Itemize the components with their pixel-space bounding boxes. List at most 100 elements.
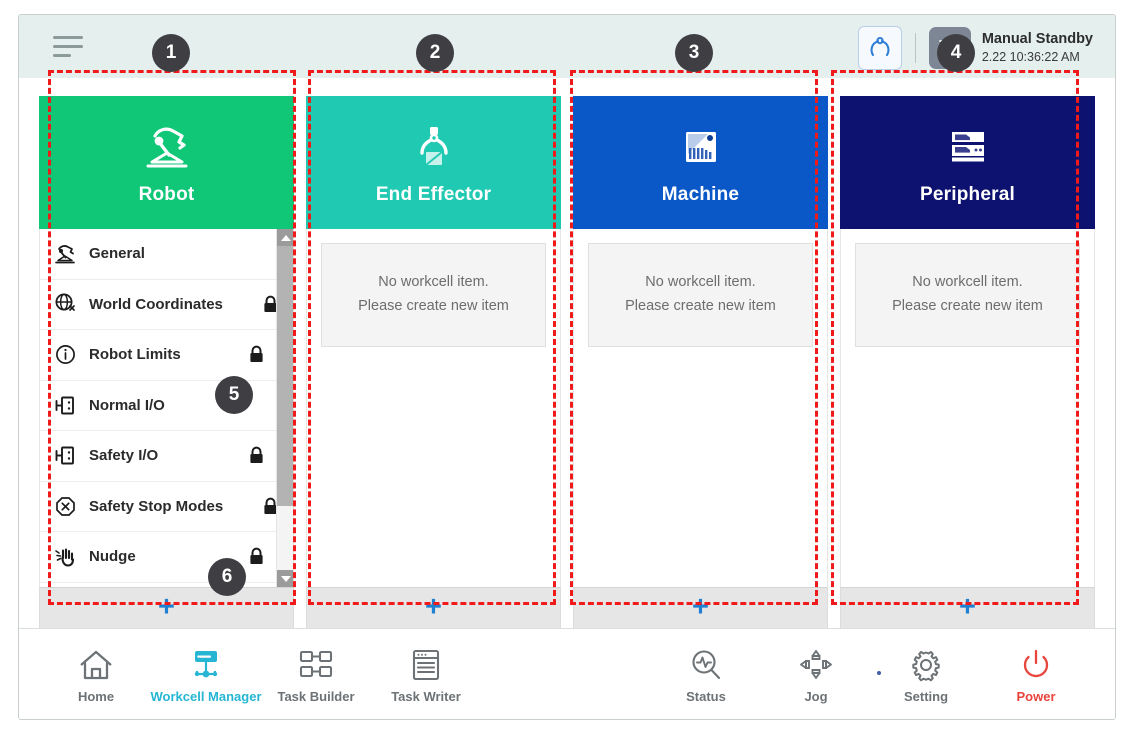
scrollbar-thumb[interactable]	[277, 246, 293, 506]
task-builder-glyph	[299, 650, 333, 678]
panel-body-machine: No workcell item. Please create new item	[573, 229, 828, 587]
panel-body-end-effector: No workcell item. Please create new item	[306, 229, 561, 587]
lock-glyph	[250, 345, 263, 363]
mode-title: Manual Standby	[981, 31, 1093, 48]
nav-label: Workcell Manager	[150, 689, 262, 704]
panel-peripheral: Peripheral No workcell item. Please crea…	[840, 96, 1095, 630]
gripper-icon	[410, 120, 458, 176]
annotation-badge-1: 1	[152, 34, 190, 72]
nav-label: Jog	[804, 689, 828, 704]
workcell-panels: Robot	[19, 78, 1115, 630]
nav-item-jog[interactable]: Jog	[761, 644, 881, 704]
sidebar-item-safety-stop-modes[interactable]: Safety Stop Modes	[40, 481, 293, 532]
lock-icon	[248, 547, 281, 566]
empty-line-1: No workcell item.	[378, 274, 489, 291]
hamburger-menu-icon[interactable]	[53, 36, 87, 60]
machine-icon	[676, 120, 726, 176]
empty-line-1: No workcell item.	[645, 274, 756, 291]
lock-icon	[248, 446, 281, 465]
nav-item-setting[interactable]: Setting	[871, 644, 981, 704]
nav-item-status[interactable]: Status	[651, 644, 761, 704]
scroll-up-icon[interactable]	[277, 229, 293, 246]
task-writer-glyph	[412, 649, 440, 681]
nav-item-task-writer[interactable]: Task Writer	[371, 644, 481, 704]
globe-axis-icon	[50, 290, 80, 318]
panel-header-robot[interactable]: Robot	[39, 96, 294, 229]
bottom-nav-left-group: Home	[19, 644, 481, 704]
empty-state-machine: No workcell item. Please create new item	[588, 243, 813, 347]
panel-header-peripheral[interactable]: Peripheral	[840, 96, 1095, 229]
device-frame: Manual Standby 2.22 10:36:22 AM	[18, 14, 1116, 720]
sidebar-item-label: World Coordinates	[89, 295, 223, 313]
lock-icon	[248, 345, 281, 364]
lock-glyph	[264, 497, 277, 514]
scroll-down-icon[interactable]	[277, 570, 293, 587]
panel-body-peripheral: No workcell item. Please create new item	[840, 229, 1095, 587]
nav-item-workcell-manager[interactable]: Workcell Manager	[150, 644, 262, 704]
power-glyph	[1023, 649, 1049, 678]
sidebar-item-label: Nudge	[89, 548, 136, 566]
sidebar-item-normal-io[interactable]: Normal I/O	[40, 380, 293, 431]
lock-icon	[262, 497, 281, 516]
robot-nav-list: General World Coord	[40, 229, 293, 587]
annotation-badge-6: 6	[208, 558, 246, 596]
limits-circle-glyph	[55, 345, 75, 365]
panel-title-robot: Robot	[138, 183, 195, 205]
nav-item-power[interactable]: Power	[981, 644, 1091, 704]
globe-axis-glyph	[55, 293, 75, 312]
robot-arm-glyph	[146, 127, 187, 167]
sidebar-item-world-coordinates[interactable]: World Coordinates	[40, 279, 293, 330]
sidebar-item-general[interactable]: General	[40, 229, 293, 280]
io-port-glyph	[55, 396, 74, 415]
annotation-badge-2: 2	[416, 34, 454, 72]
add-peripheral-item-button[interactable]: +	[840, 587, 1095, 630]
bottom-nav-right-group: Status	[651, 644, 1115, 704]
stop-octagon-glyph	[55, 496, 75, 516]
add-machine-item-button[interactable]: +	[573, 587, 828, 630]
panel-header-end-effector[interactable]: End Effector	[306, 96, 561, 229]
plus-icon: +	[959, 590, 976, 623]
peripheral-rack-icon	[941, 120, 995, 176]
sidebar-item-label: Safety Stop Modes	[89, 497, 224, 515]
add-robot-item-button[interactable]: +	[39, 587, 294, 630]
panel-robot: Robot	[39, 96, 294, 630]
robot-list-scrollbar[interactable]	[276, 229, 293, 587]
io-port-icon	[50, 442, 80, 470]
lock-glyph	[264, 295, 277, 312]
sidebar-item-safety-io[interactable]: Safety I/O	[40, 431, 293, 482]
jog-dpad-glyph	[800, 650, 832, 679]
gear-icon	[908, 644, 944, 682]
lock-glyph	[250, 446, 263, 464]
nav-label: Task Writer	[391, 689, 461, 704]
triangle-down-glyph	[280, 575, 291, 582]
nav-item-task-builder[interactable]: Task Builder	[261, 644, 371, 704]
triangle-up-glyph	[280, 234, 291, 241]
panel-title-machine: Machine	[661, 183, 740, 205]
sidebar-item-nudge[interactable]: Nudge	[40, 532, 293, 583]
nav-label: Setting	[903, 689, 949, 704]
robot-home-pose-glyph	[870, 36, 890, 57]
empty-line-2: Please create new item	[625, 298, 776, 314]
nav-item-home[interactable]: Home	[41, 644, 151, 704]
panel-header-machine[interactable]: Machine	[573, 96, 828, 229]
peripheral-rack-glyph	[951, 131, 984, 161]
sidebar-item-label: Robot Limits	[89, 346, 181, 364]
annotation-badge-4: 4	[937, 34, 975, 72]
jog-separator-dot	[877, 671, 881, 675]
nav-label: Home	[77, 689, 115, 704]
robot-home-pose-icon[interactable]	[857, 26, 902, 70]
nav-label: Power	[1016, 689, 1056, 704]
home-icon	[78, 644, 114, 682]
nav-label: Task Builder	[277, 689, 355, 704]
status-magnifier-icon	[688, 644, 724, 682]
task-writer-icon	[409, 644, 443, 682]
sidebar-item-robot-limits[interactable]: Robot Limits	[40, 330, 293, 381]
nav-label: Status	[686, 689, 726, 704]
workcell-manager-glyph	[194, 651, 218, 678]
add-end-effector-item-button[interactable]: +	[306, 587, 561, 630]
hamburger-line	[53, 54, 71, 57]
panel-body-robot: General World Coord	[39, 229, 294, 587]
robot-arm-icon	[50, 240, 80, 268]
io-port-glyph	[55, 446, 74, 465]
